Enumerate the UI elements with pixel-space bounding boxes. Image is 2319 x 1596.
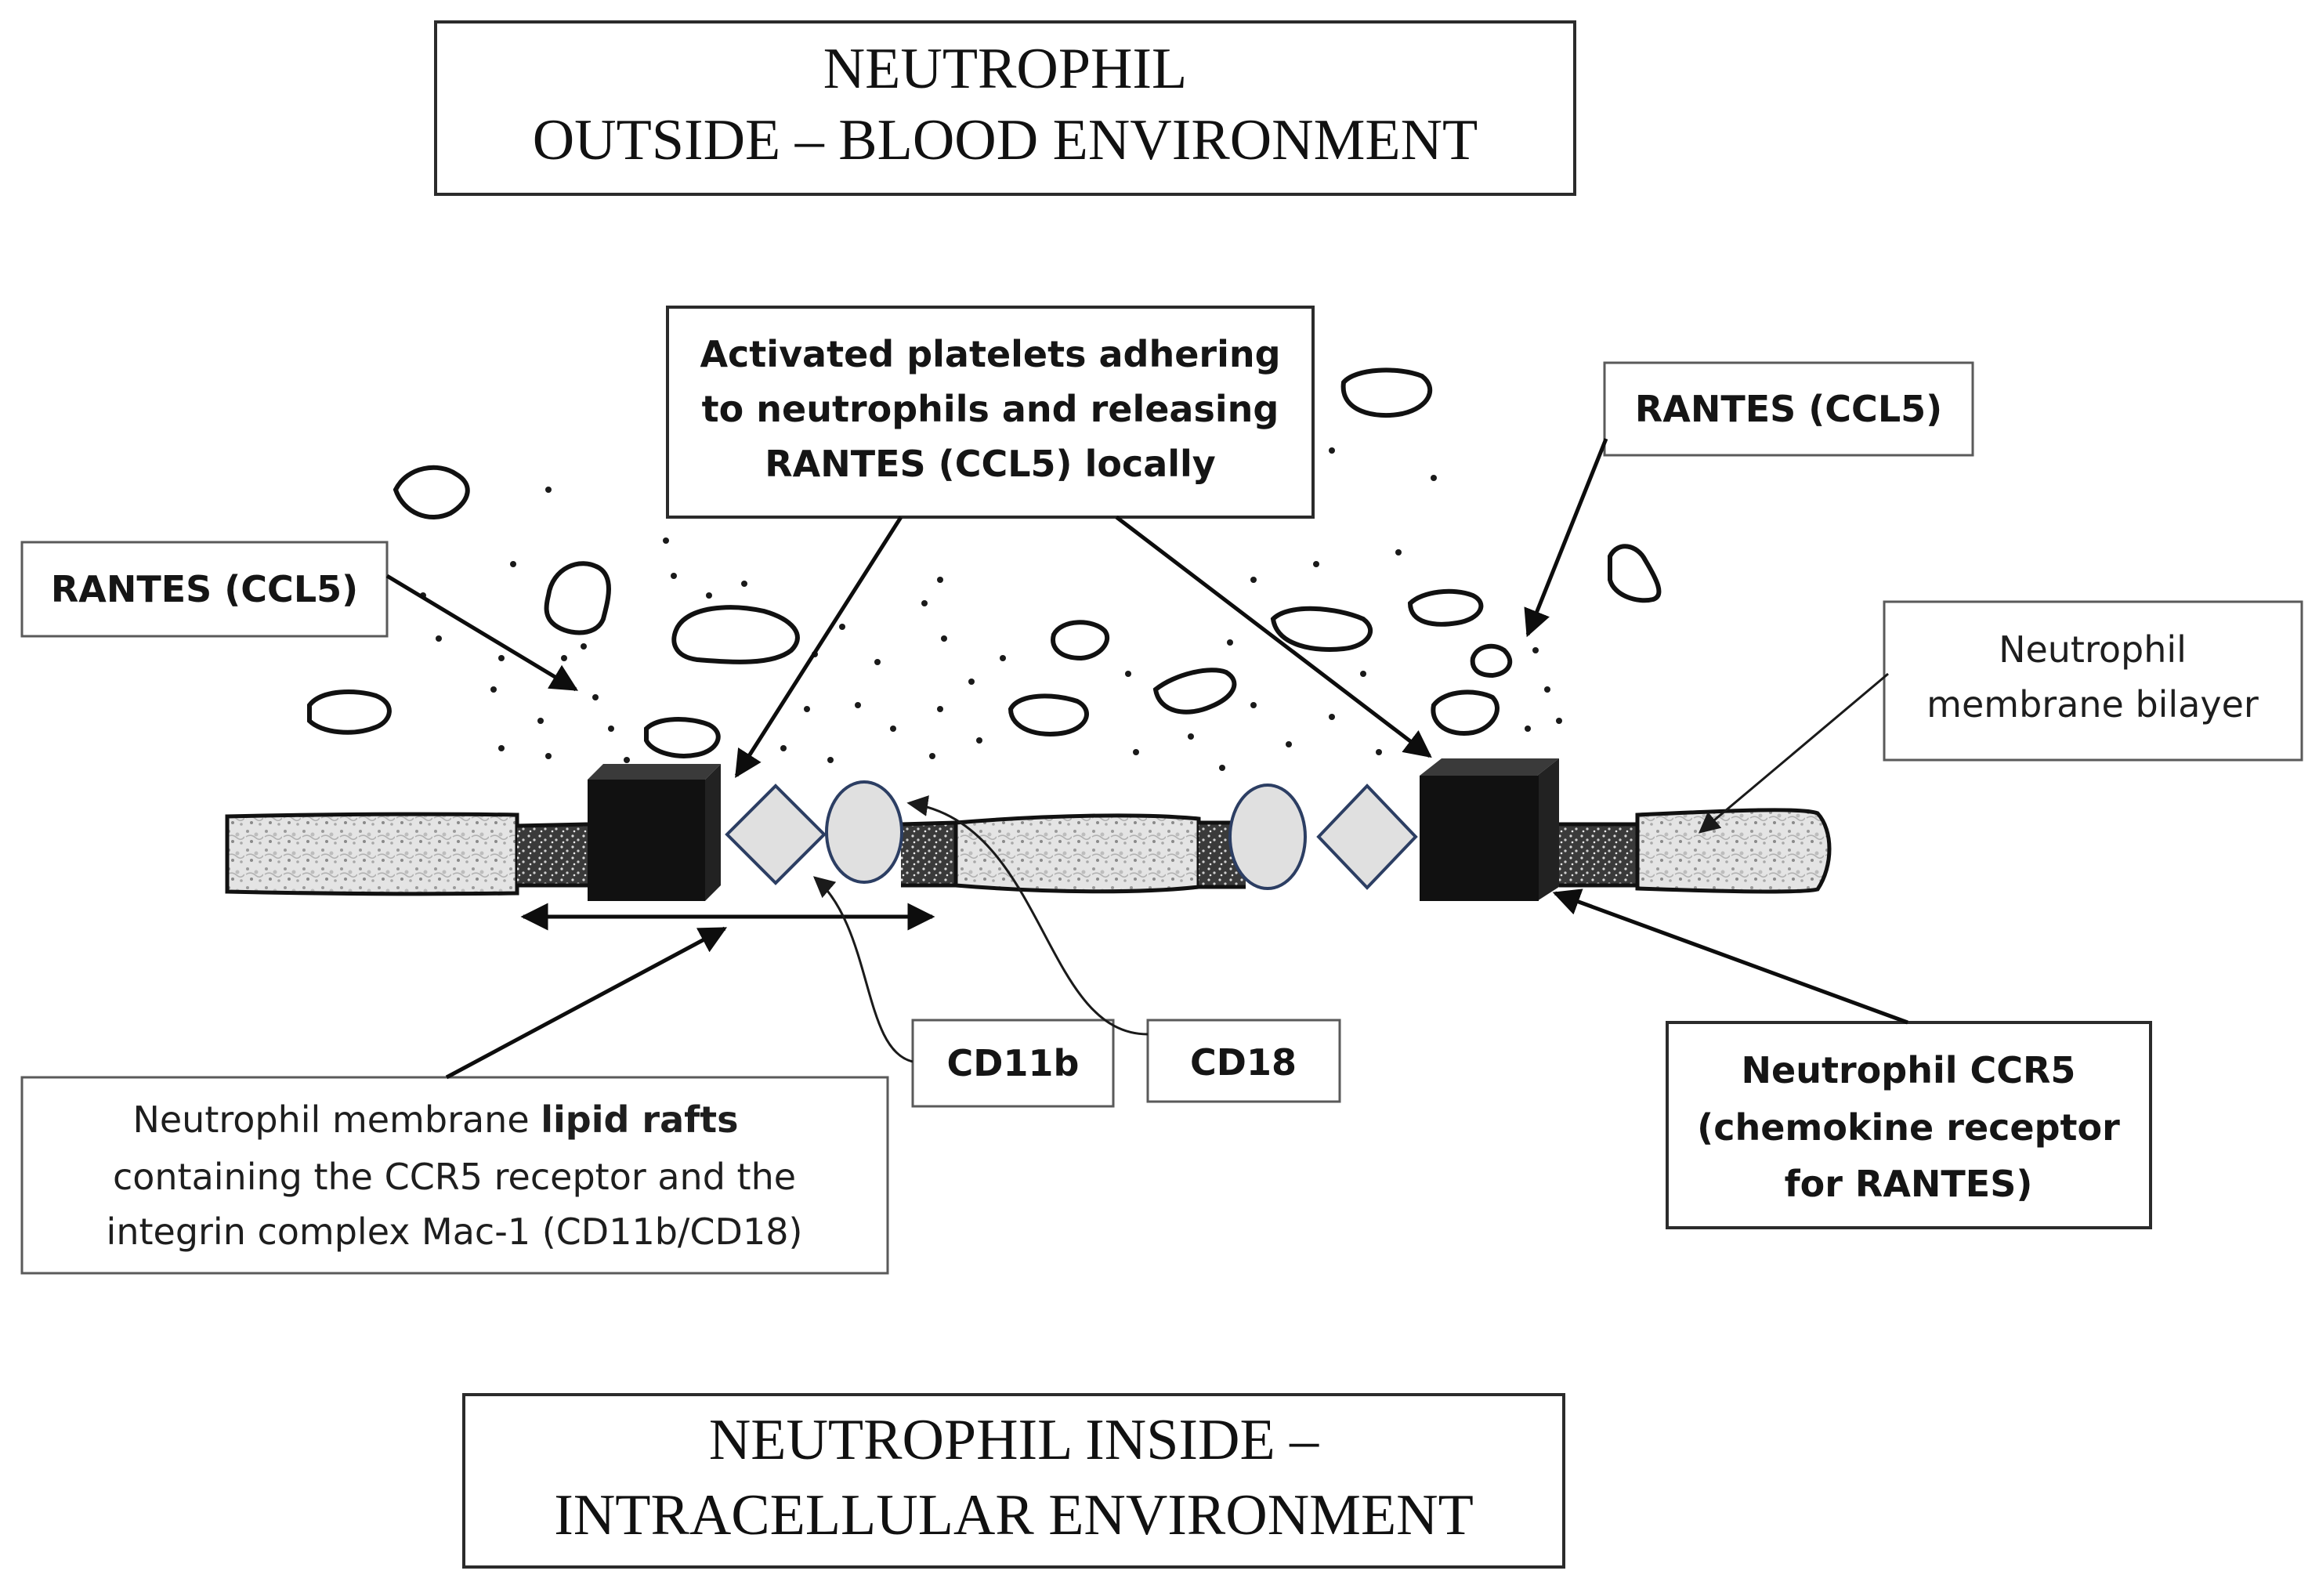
lipid-rafts-label-box: Neutrophil membrane lipid rafts containi… [20, 1076, 889, 1275]
platelets-label-line2: to neutrophils and releasing [702, 388, 1279, 430]
bilayer-label-line1: Neutrophil [1999, 628, 2187, 671]
arrow-rantes-right [1524, 438, 1608, 638]
rantes-right-box: RANTES (CCL5) [1603, 361, 1974, 457]
platelets-label-line3: RANTES (CCL5) locally [765, 443, 1216, 485]
ccr5-receptor-right [1420, 758, 1559, 901]
membrane-bilayer [225, 808, 1832, 896]
platelet-blob [1431, 689, 1500, 736]
platelet-blob [393, 465, 470, 519]
cd18-ellipse-left [825, 780, 903, 884]
rantes-dots [420, 447, 1562, 771]
platelet-blob [1407, 588, 1484, 627]
outside-title-line2: OUTSIDE – BLOOD ENVIRONMENT [533, 108, 1478, 172]
platelet-blob [1270, 606, 1373, 653]
platelet-blob [1470, 643, 1513, 679]
lipid-rafts-label-line1-bold: lipid rafts [541, 1098, 738, 1141]
cd11b-label: CD11b [947, 1042, 1080, 1084]
platelets-label-line1: Activated platelets adhering [700, 333, 1280, 375]
arrow-cd11b [812, 876, 913, 1063]
arrow-platelets-to-left-receptor [734, 516, 903, 778]
inside-title-line1: NEUTROPHIL INSIDE – [709, 1408, 1319, 1472]
platelet-blob [1152, 668, 1237, 715]
arrow-rantes-left [385, 574, 578, 692]
platelet-blob [671, 605, 800, 664]
lipid-rafts-label-line1-prefix: Neutrophil membrane [132, 1098, 541, 1141]
arrow-lipid-rafts [445, 926, 728, 1080]
rantes-left-label: RANTES (CCL5) [51, 568, 358, 610]
cd18-ellipse-right [1228, 784, 1307, 890]
ccr5-label-line3: for RANTES) [1785, 1163, 2033, 1205]
bilayer-label-box: Neutrophil membrane bilayer [1883, 600, 2303, 762]
cd18-box: CD18 [1146, 1019, 1341, 1103]
ccr5-receptor-left [588, 764, 721, 901]
outside-title-line1: NEUTROPHIL [823, 37, 1188, 101]
ccr5-label-box: Neutrophil CCR5 (chemokine receptor for … [1666, 1021, 2152, 1229]
rantes-left-box: RANTES (CCL5) [20, 541, 389, 638]
rantes-right-label: RANTES (CCL5) [1635, 388, 1942, 430]
cd18-label: CD18 [1190, 1041, 1297, 1084]
platelet-blob [544, 561, 611, 635]
arrow-ccr5 [1552, 888, 1908, 1025]
lipid-rafts-label-line3: integrin complex Mac-1 (CD11b/CD18) [107, 1211, 803, 1253]
platelet-blob [1051, 620, 1110, 661]
cd11b-diamond-right [1316, 784, 1418, 890]
cd11b-diamond-left [725, 784, 827, 885]
lipid-rafts-label-line2: containing the CCR5 receptor and the [113, 1156, 796, 1198]
platelet-blobs [307, 367, 1662, 758]
outside-title-box: NEUTROPHIL OUTSIDE – BLOOD ENVIRONMENT [434, 20, 1576, 196]
cd11b-box: CD11b [911, 1019, 1115, 1108]
platelets-label-box: Activated platelets adhering to neutroph… [666, 306, 1315, 519]
bilayer-label-line2: membrane bilayer [1926, 683, 2259, 726]
platelet-blob [1008, 693, 1089, 736]
platelet-blob [644, 717, 721, 758]
lipid-rafts-label-line1: Neutrophil membrane lipid rafts [132, 1098, 738, 1141]
arrow-cd18 [906, 795, 1149, 1036]
ccr5-label-line1: Neutrophil CCR5 [1742, 1049, 2076, 1091]
arrow-bilayer [1698, 672, 1889, 834]
ccr5-label-line2: (chemokine receptor [1697, 1106, 2120, 1149]
platelet-blob [1608, 544, 1662, 603]
inside-title-box: NEUTROPHIL INSIDE – INTRACELLULAR ENVIRO… [462, 1393, 1565, 1569]
platelet-blob [1340, 367, 1433, 418]
platelet-blob [307, 689, 392, 735]
inside-title-line2: INTRACELLULAR ENVIRONMENT [554, 1483, 1474, 1547]
arrow-platelets-to-right-receptor [1115, 516, 1432, 758]
